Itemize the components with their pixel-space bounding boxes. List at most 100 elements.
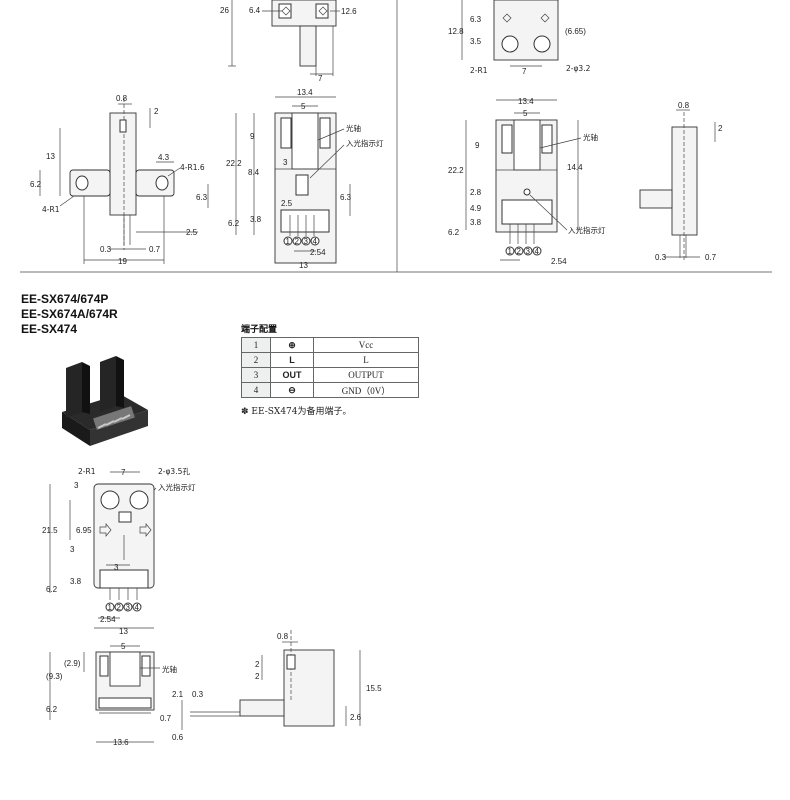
top-right-side-view: 0.8 2 0.3 0.7 (639, 101, 723, 262)
dim-6-3: 6.3 (340, 193, 352, 202)
terminal-note: ✽ EE-SX474为备用端子。 (241, 407, 352, 417)
dim-3: 3 (283, 158, 288, 167)
dim-2: 2 (154, 107, 159, 116)
dim-12-8: 12.8 (448, 27, 464, 36)
pin-1: 1 (508, 247, 513, 256)
dim-0-3: 0.3 (100, 245, 112, 254)
terminal-table: 1 ⊕ Vcc 2 L L 3 OUT OUTPUT 4 ⊖ GND（0V） (241, 337, 419, 398)
terminal-symbol: L (270, 352, 314, 368)
label-4-r1: 4-R1 (42, 205, 60, 214)
dim-0-8: 0.8 (678, 101, 690, 110)
dim-2-54: 2.54 (310, 248, 326, 257)
dim-4-9: 4.9 (470, 204, 482, 213)
dim-0-8: 0.8 (116, 94, 128, 103)
pin-1: 1 (108, 603, 113, 612)
pin-numbers: 1 2 3 4 (505, 246, 542, 256)
dim-6-2b: 6.2 (46, 705, 58, 714)
dim-6-65: (6.65) (565, 27, 586, 36)
dim-22-2: 22.2 (226, 159, 242, 168)
dim-4-3: 4.3 (158, 153, 170, 162)
dim-6-2: 6.2 (46, 585, 58, 594)
dim-7: 7 (318, 74, 323, 83)
pin-2: 2 (295, 237, 300, 246)
model-name-2: EE-SX674A/674R (21, 307, 118, 321)
label-incident-indicator: 入光指示灯 (346, 138, 384, 148)
terminal-symbol: ⊕ (270, 337, 314, 353)
terminal-no: 3 (241, 367, 271, 383)
model-name-3: EE-SX474 (21, 322, 78, 336)
dim-3-b: 3 (70, 545, 75, 554)
model-name-1: EE-SX674/674P (21, 292, 109, 306)
label-optical-axis: 光轴 (162, 664, 177, 674)
dim-0-7: 0.7 (160, 714, 172, 723)
pin-2: 2 (517, 247, 522, 256)
terminal-signal: GND（0V） (313, 382, 419, 398)
terminal-no: 4 (241, 382, 271, 398)
pin-3: 3 (126, 603, 131, 612)
label-2-phi3-2: 2-φ3.2 (566, 64, 591, 73)
dim-6-2: 6.2 (30, 180, 42, 189)
dim-6-3: 6.3 (470, 15, 482, 24)
bottom-front-view: 5 光轴 (2.9) (9.3) 6.2 13.6 (46, 642, 177, 747)
pin-2: 2 (117, 603, 122, 612)
dim-6-4: 6.4 (249, 6, 261, 15)
dim-3-8: 3.8 (250, 215, 262, 224)
top-left-front-view: 0.8 2 13 6.2 4.3 4-R1.6 6.3 4-R1 2.5 0.3… (30, 94, 209, 266)
label-2-r1: 2-R1 (78, 467, 96, 476)
dim-2-1: 2.1 (172, 690, 184, 699)
pin-legs (109, 588, 138, 600)
dim-9: 9 (250, 132, 255, 141)
dim-0-6: 0.6 (172, 733, 184, 742)
dim-0-8: 0.8 (277, 632, 289, 641)
bottom-side-view: 0.8 2 2 15.5 2.6 2.1 0.3 0.7 0.6 (160, 630, 382, 742)
pin-3: 3 (526, 247, 531, 256)
terminal-symbol: OUT (270, 367, 314, 383)
dim-2-8: 2.8 (470, 188, 482, 197)
dim-8-4: 8.4 (248, 168, 260, 177)
label-optical-axis: 光轴 (346, 123, 361, 133)
dim-3-c: 3 (114, 563, 119, 572)
pin-4: 4 (135, 603, 140, 612)
table-row: 1 ⊕ Vcc (241, 337, 419, 353)
dim-13-6: 13.6 (113, 738, 129, 747)
dim-3-8: 3.8 (470, 218, 482, 227)
label-optical-axis: 光轴 (583, 132, 598, 142)
dim-2: 2 (718, 124, 723, 133)
bottom-top-view: 7 2-R1 2-φ3.5孔 入光指示灯 21.5 6.95 3 3 3 3.8… (42, 467, 196, 636)
dim-9-3: (9.3) (46, 672, 63, 681)
label-4-r1-6: 4-R1.6 (180, 163, 205, 172)
dim-2-5: 2.5 (186, 228, 198, 237)
dim-2-b: 2 (255, 672, 260, 681)
top-middle-front-view: 13.4 5 9 22.2 8.4 3 2.5 光轴 入光指示灯 6.3 3.8… (226, 88, 384, 270)
dim-6-3: 6.3 (196, 193, 208, 202)
table-row: 2 L L (241, 352, 419, 368)
terminal-signal: L (313, 352, 419, 368)
terminal-no: 1 (241, 337, 271, 353)
pin-1: 1 (286, 237, 291, 246)
top-right-top-view: 12.8 6.3 3.5 (6.65) 7 2-R1 2-φ3.2 (448, 0, 591, 76)
dim-13: 13 (119, 627, 128, 636)
table-row: 4 ⊖ GND（0V） (241, 382, 419, 398)
dim-22-2: 22.2 (448, 166, 464, 175)
pin-legs (289, 215, 315, 236)
dim-2-6: 2.6 (350, 713, 362, 722)
dim-7: 7 (522, 67, 527, 76)
dim-0-7: 0.7 (149, 245, 161, 254)
dim-2-54: 2.54 (551, 257, 567, 266)
top-right-front-view: 13.4 5 22.2 9 14.4 2.8 4.9 3.8 6.2 入光指示灯… (448, 97, 606, 266)
dim-3-a: 3 (74, 481, 79, 490)
terminal-symbol: ⊖ (270, 382, 314, 398)
terminal-table-title: 端子配置 (241, 325, 278, 335)
dim-26: 26 (220, 6, 229, 15)
dim-12-6: 12.6 (341, 7, 357, 16)
dim-5: 5 (121, 642, 126, 651)
product-photo (62, 356, 148, 446)
dim-13-4: 13.4 (518, 97, 534, 106)
pin-4: 4 (535, 247, 540, 256)
dim-14-4: 14.4 (567, 163, 583, 172)
dim-6-2: 6.2 (448, 228, 460, 237)
dim-6-95: 6.95 (76, 526, 92, 535)
terminal-signal: OUTPUT (313, 367, 419, 383)
dim-0-3: 0.3 (192, 690, 204, 699)
dim-19: 19 (118, 257, 127, 266)
